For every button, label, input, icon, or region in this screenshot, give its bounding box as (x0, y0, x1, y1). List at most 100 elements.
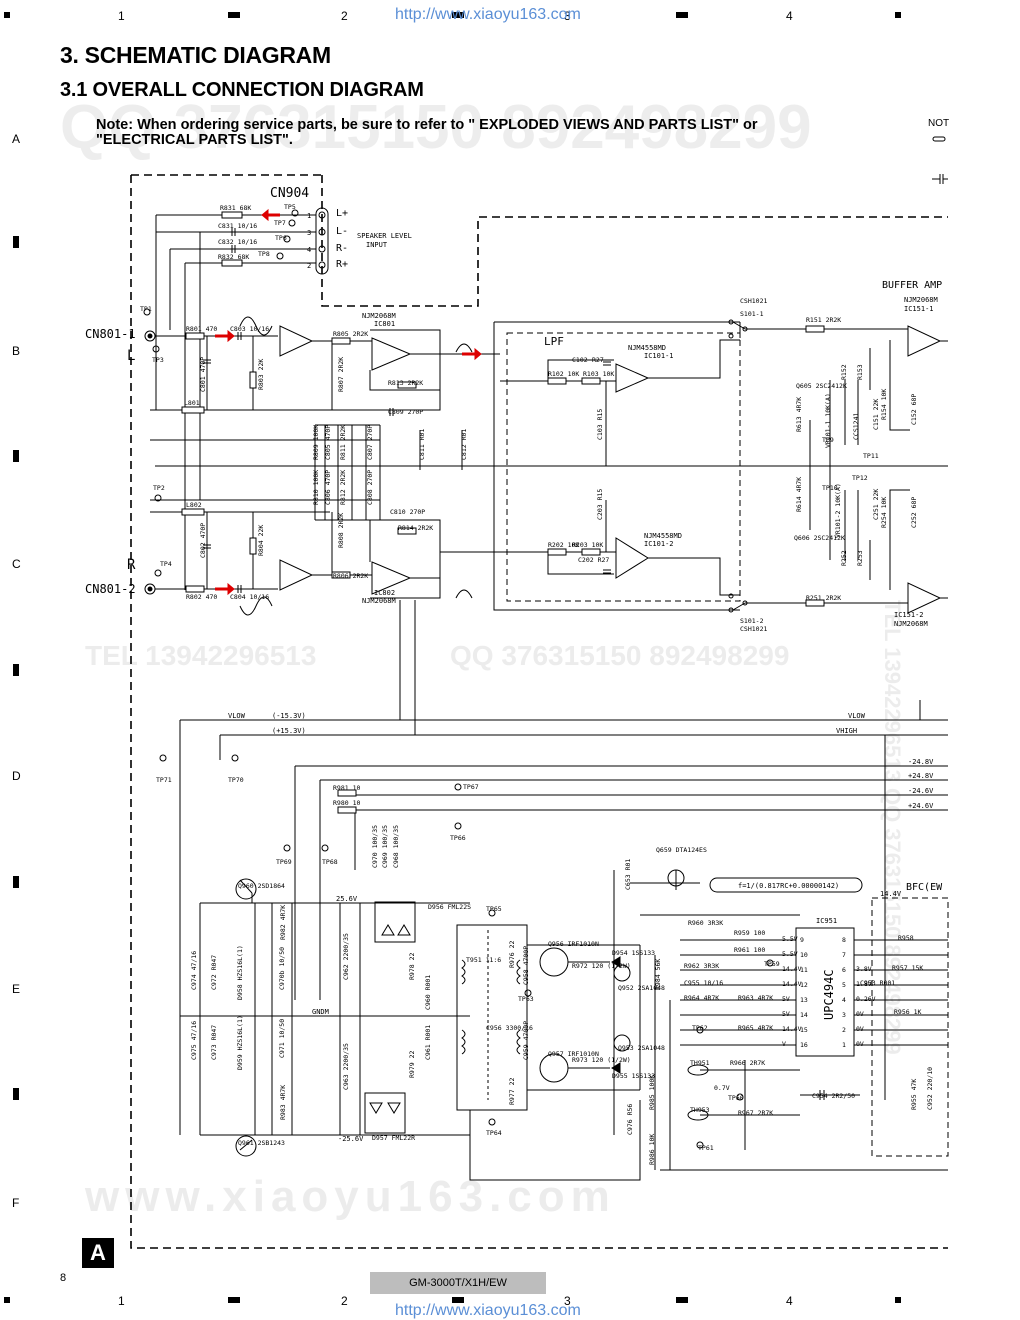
part-label-c955: C955 10/16 (684, 979, 723, 987)
row-letter-f: F (12, 1196, 20, 1210)
ic802-symbol (371, 561, 412, 595)
test-point-tp59: TP59 (764, 960, 780, 968)
row-letter-a: A (12, 132, 21, 146)
cn904-pin-r-minus: R- (336, 243, 348, 254)
part-label-c973: C973 R047 (210, 1025, 218, 1060)
part-label-r805: R805 2R2K (333, 330, 368, 338)
part-label-r984: R984 56K (654, 959, 662, 990)
ic151-2-ref: IC151-2 (894, 611, 924, 619)
rail-p24-8: +24.8V (908, 772, 934, 780)
r832-symbol (221, 259, 243, 267)
fuse-symbol (932, 136, 946, 142)
part-label-c958: C958 4700P (522, 946, 530, 985)
part-label-r964: R964 4R7K (684, 994, 719, 1002)
test-point-tp11: TP11 (863, 452, 879, 460)
ic951-pin-3: 3 (842, 1011, 846, 1019)
part-label-q956: Q956 IRF1010N (548, 940, 599, 948)
part-label-c963: C963 2200/35 (342, 1043, 350, 1090)
ic951-pin-voltage: 0.26V (856, 995, 876, 1003)
vlow-voltage: (-15.3V) (272, 712, 306, 720)
part-label-r958: R958 (898, 934, 914, 942)
d956-diode-bridge (374, 901, 416, 943)
test-point-tp71: TP71 (156, 776, 172, 784)
part-label-csh1021: CSH1021 (740, 297, 767, 305)
ic101-1-ref: IC101-1 (644, 352, 674, 360)
part-label-r813: R813 2R2K (388, 379, 423, 387)
footer-url-link[interactable]: http://www.xiaoyu163.com (395, 1302, 581, 1319)
part-label-r983: R983 4R7K (279, 1085, 287, 1120)
channel-r-label: R (127, 557, 136, 573)
col-number-4: 4 (786, 9, 793, 23)
ic951-pin-voltage: 5.5V (782, 950, 798, 958)
part-label-r802: R802 470 (186, 593, 217, 601)
part-label-r961: R961 100 (734, 946, 765, 954)
part-label-r152: R152 (840, 364, 848, 380)
part-label-r981: R981 10 (333, 784, 360, 792)
ic951-pin-voltage: 14.4V (782, 980, 802, 988)
part-label-q953: Q953 2SA1048 (618, 1044, 665, 1052)
l802-symbol (181, 508, 205, 516)
part-label-d959: D959 HZS16L(1) (236, 1015, 244, 1070)
tp62-voltage: 0.7V (714, 1084, 730, 1092)
part-label-d957: D957 FML22R (372, 1134, 415, 1142)
lpf-label: LPF (544, 335, 564, 348)
part-label-r810: R810 100K (312, 470, 320, 505)
part-label-s101-2: S101-2 (740, 617, 764, 625)
part-label-d958: D958 HZS16L(1) (236, 945, 244, 1000)
part-label-c202: C202 R27 (578, 556, 609, 564)
ic951-pin-7: 7 (842, 951, 846, 959)
test-point-tp70: TP70 (228, 776, 244, 784)
cn904-pin-r-plus: R+ (336, 259, 348, 270)
part-label-q957: Q957 IRF1010N (548, 1050, 599, 1058)
part-label-r806: R806 2R2K (333, 572, 368, 580)
part-label-c832: C832 10/16 (218, 238, 257, 246)
part-label-r804: R804 22K (257, 525, 265, 556)
row-letter-c: C (12, 557, 21, 571)
part-label-r253: R253 (856, 550, 864, 566)
vhigh-right-label: VHIGH (836, 727, 857, 735)
test-point-tp6: TP6 (275, 234, 287, 242)
connector-outline (321, 175, 948, 307)
part-label-r982: R982 4R7K (279, 905, 287, 940)
part-label-c803: C803 10/16 (230, 325, 269, 333)
test-point-tp2: TP2 (153, 484, 165, 492)
q957-mosfet (539, 1053, 569, 1083)
cn904-num: 1 (307, 212, 311, 220)
test-point-tp66: TP66 (450, 834, 466, 842)
rail-14-4: 14.4V (880, 890, 902, 898)
ic101-1-part: NJM4558MD (628, 344, 666, 352)
grid-marker (13, 1088, 19, 1100)
part-label-c975: C975 47/16 (190, 1021, 198, 1060)
part-label-q659: Q659 DTA124ES (656, 846, 707, 854)
part-label-r977: R977 22 (508, 1078, 516, 1105)
ic951-pin-voltage: 14.4V (782, 1025, 802, 1033)
col-number-2: 2 (341, 9, 348, 23)
part-label-c251: C251 22K (872, 489, 880, 520)
part-label-c970b: C970b 10/50 (278, 947, 286, 990)
part-label-r978: R978 22 (408, 953, 416, 980)
ic151-2-part: NJM2068M (894, 620, 928, 628)
test-point-tp63: TP63 (518, 995, 534, 1003)
part-label-r956: R956 1K (894, 1008, 921, 1016)
vlow-right-label: VLOW (848, 712, 866, 720)
part-label-t951: T951 11:6 (466, 956, 501, 964)
ic951-pin-8: 8 (842, 936, 846, 944)
speaker-input-label: SPEAKER LEVEL (357, 232, 412, 240)
header-url-link[interactable]: http://www.xiaoyu163.com (395, 6, 581, 23)
part-label-c805: C805 470P (324, 425, 332, 460)
rail-p24-6: +24.6V (908, 802, 934, 810)
test-point-tp1: TP1 (140, 305, 152, 313)
part-label-d955: D955 1SS133 (612, 1072, 655, 1080)
part-label-c807: C807 270P (366, 425, 374, 460)
test-point-tp64: TP64 (486, 1129, 502, 1137)
part-label-c151: C151 22K (872, 399, 880, 430)
part-label-c804: C804 10/16 (230, 593, 269, 601)
l801-symbol (181, 406, 205, 414)
channel-l-label: L (127, 348, 135, 364)
test-point-tp8: TP8 (258, 250, 270, 258)
ic951-body (795, 927, 855, 1057)
cn904-num: 4 (307, 246, 311, 254)
ic101-2-part: NJM4558MD (644, 532, 682, 540)
part-label-r154: R154 10K (880, 389, 888, 420)
part-label-vr101-2: VR101-2 10K(A) (834, 483, 842, 538)
